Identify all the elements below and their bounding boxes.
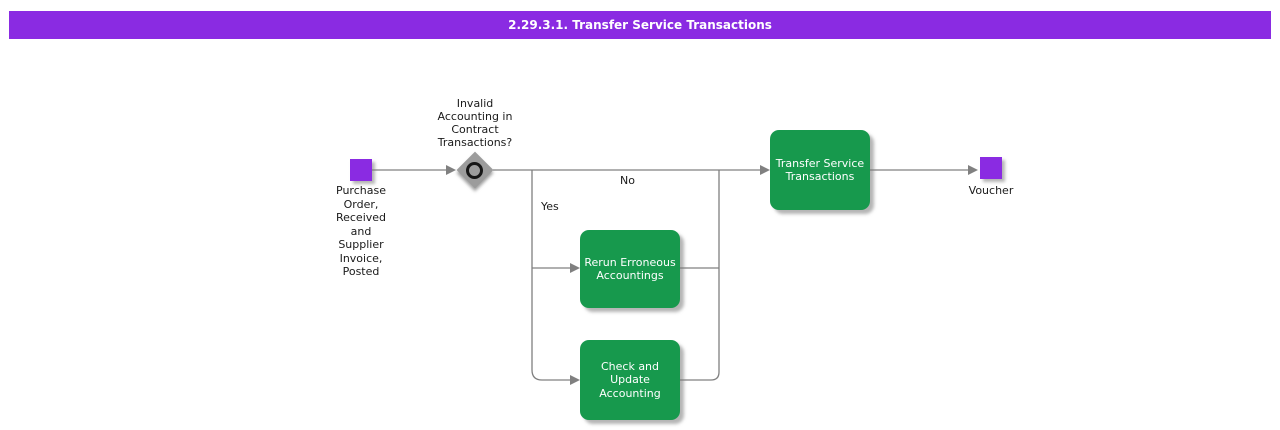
arrowhead-into-rerun bbox=[570, 263, 580, 273]
edge-check-return bbox=[680, 170, 720, 381]
arrowhead-into-decision bbox=[446, 165, 456, 175]
end-event-square bbox=[980, 157, 1002, 179]
activity-check-and-update-accounting: Check and Update Accounting bbox=[580, 340, 680, 420]
arrowhead-into-voucher bbox=[968, 165, 978, 175]
start-event-square bbox=[350, 159, 372, 181]
activity-rerun-erroneous-accountings: Rerun Erroneous Accountings bbox=[580, 230, 680, 308]
edge-yes-branch-vertical bbox=[531, 170, 570, 381]
edge-label-yes: Yes bbox=[541, 200, 559, 213]
diagram-title-bar: 2.29.3.1. Transfer Service Transactions bbox=[9, 11, 1271, 39]
decision-label: Invalid Accounting in Contract Transacti… bbox=[437, 97, 513, 149]
arrowhead-into-check bbox=[570, 375, 580, 385]
start-event-label: Purchase Order, Received and Supplier In… bbox=[335, 184, 387, 278]
arrowhead-into-transfer bbox=[760, 165, 770, 175]
decision-circle-icon bbox=[466, 162, 483, 179]
edge-label-no: No bbox=[620, 174, 635, 187]
activity-transfer-service-transactions: Transfer Service Transactions bbox=[770, 130, 870, 210]
end-event-label: Voucher bbox=[968, 184, 1014, 197]
